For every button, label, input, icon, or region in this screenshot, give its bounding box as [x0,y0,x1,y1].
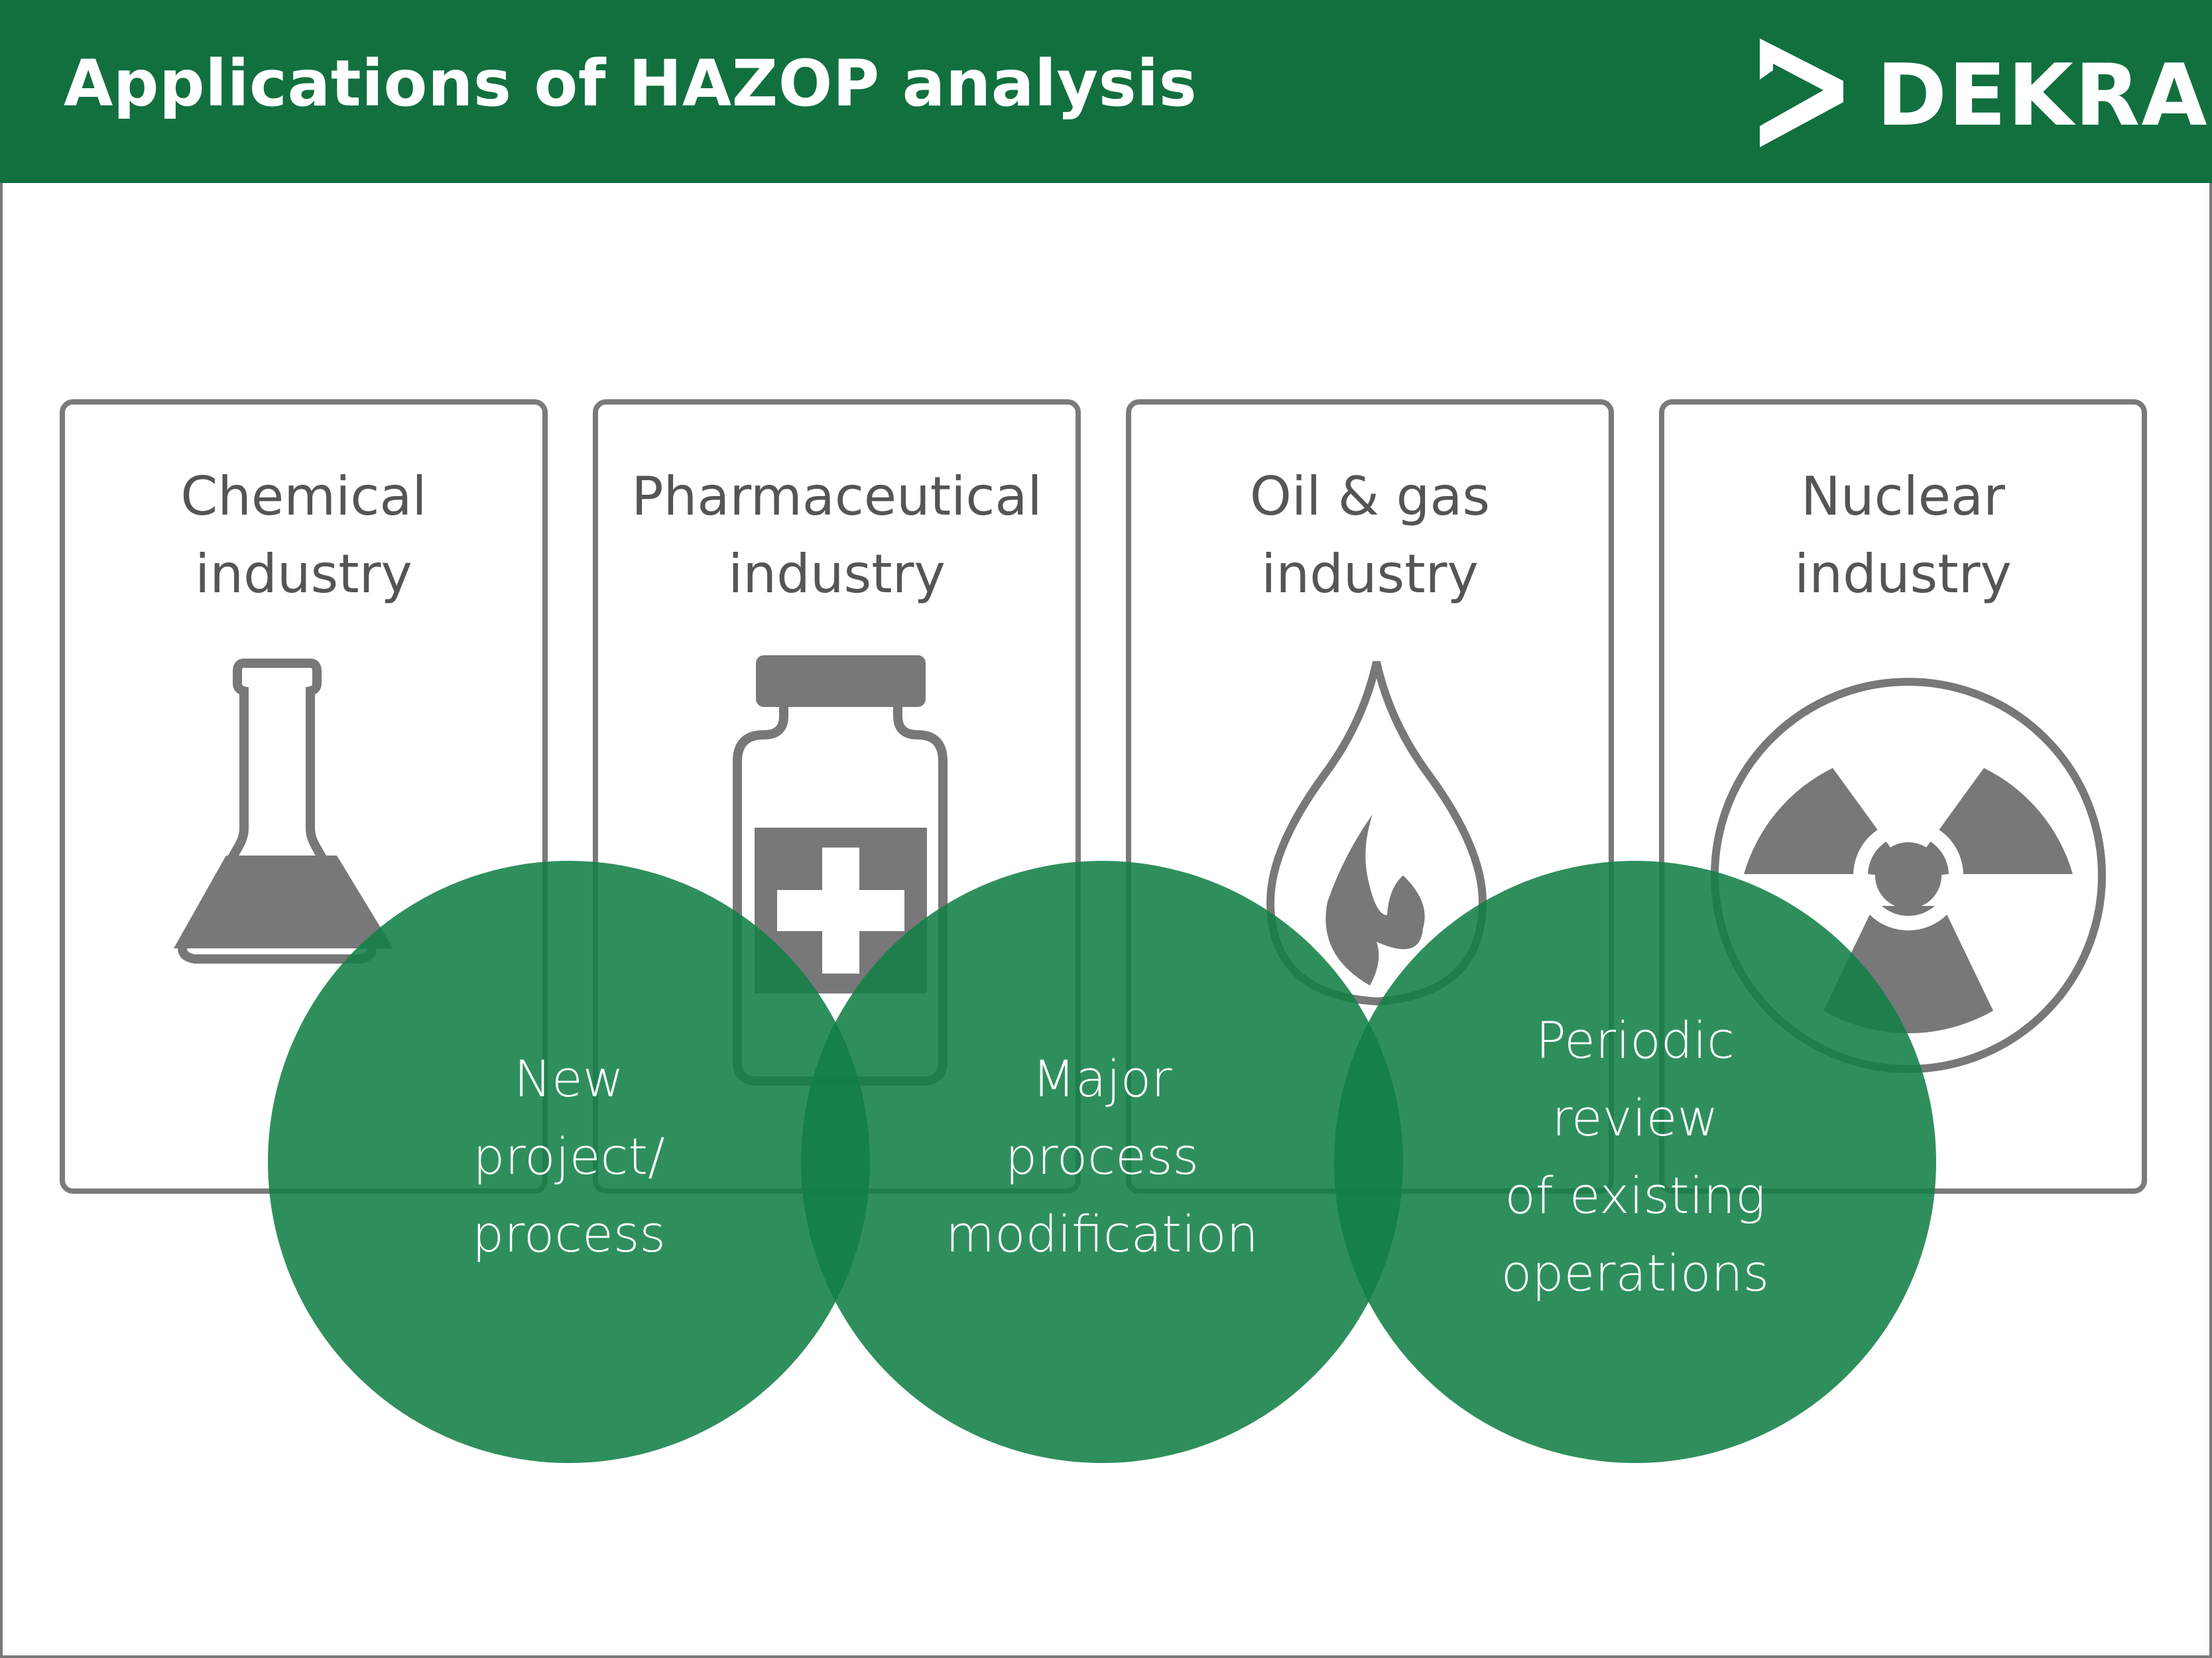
application-label-line: Major [1032,1049,1172,1108]
application-label-line: New [514,1049,624,1108]
flask-icon [174,659,393,964]
application-label-periodic-review: Periodic review of existing operations [1436,1001,1834,1312]
card-label: Pharmaceutical industry [598,458,1075,613]
dekra-logo-mark [1760,38,1843,147]
flame-drop-icon [1266,661,1487,1006]
application-label-line: process [1005,1127,1199,1186]
application-label-line: process [471,1204,666,1263]
card-label-line2: industry [1794,543,2012,605]
page-title: Applications of HAZOP analysis [64,46,1198,121]
application-circle-periodic-review [1334,861,1936,1463]
card-label-line1: Oil & gas [1249,466,1491,527]
dekra-logo: DEKRA [1751,33,2207,159]
application-label-major-modification: Major process modification [903,1040,1301,1273]
card-label-line1: Chemical [180,466,427,527]
card-label: Chemical industry [65,458,542,613]
application-label-line: of existing [1505,1166,1766,1225]
application-label-line: Periodic [1536,1011,1735,1070]
card-label: Nuclear industry [1664,458,2142,613]
card-label: Oil & gas industry [1131,458,1609,613]
application-circle-new-project [268,861,870,1463]
card-label-line2: industry [728,543,946,605]
application-label-line: project/ [473,1127,665,1186]
header-bar: Applications of HAZOP analysis DEKRA [0,0,2212,183]
application-circle-major-modification [801,861,1403,1463]
logo-text: DEKRA [1876,46,2209,145]
application-label-line: operations [1501,1244,1770,1303]
application-label-new-project: New project/ process [370,1040,768,1273]
application-label-line: review [1552,1088,1719,1147]
application-label-line: modification [946,1204,1259,1263]
card-label-line2: industry [195,543,412,605]
card-label-line2: industry [1261,543,1479,605]
card-label-line1: Pharmaceutical [631,466,1042,527]
card-label-line1: Nuclear [1801,466,2005,527]
